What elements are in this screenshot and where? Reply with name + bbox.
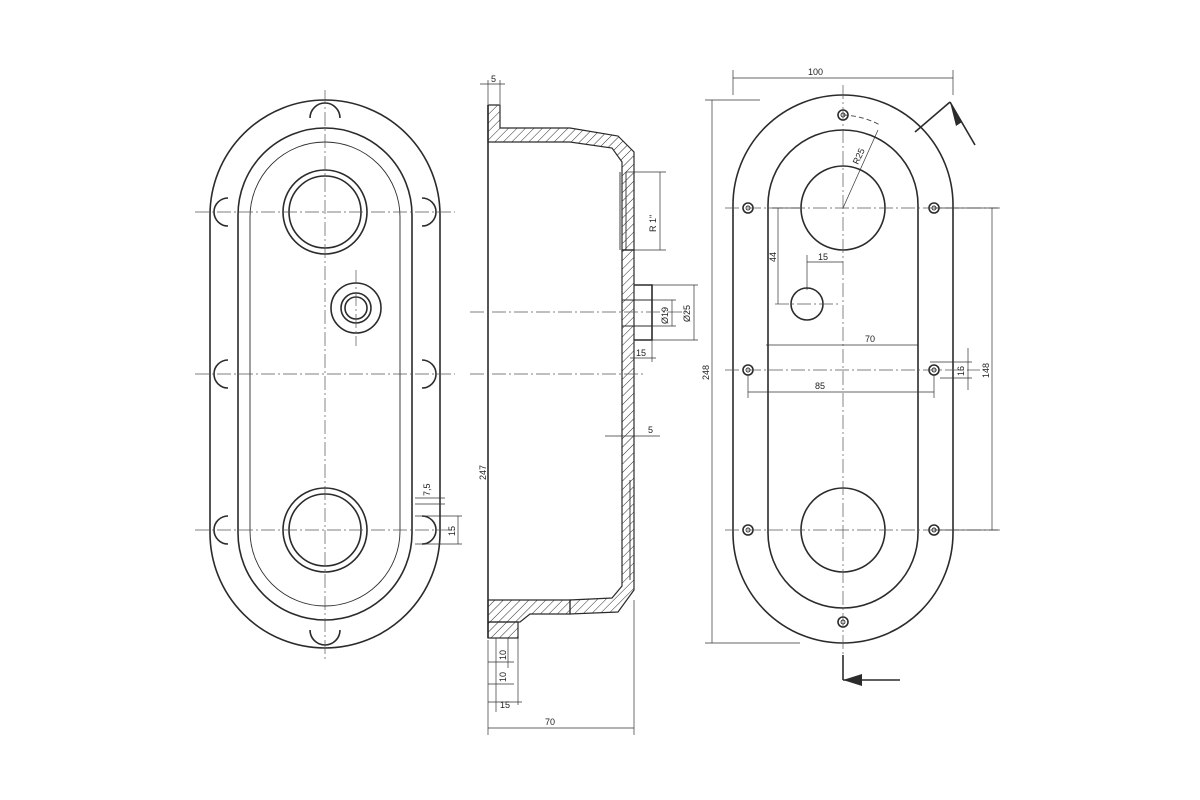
dim-small-offset: 16 xyxy=(956,366,966,376)
section-right-wall xyxy=(569,249,635,615)
dim-boss-bore: Ø19 xyxy=(660,307,670,324)
dim-overall-width: 100 xyxy=(808,67,823,77)
dim-top-flange: 5 xyxy=(491,74,496,84)
dim-offset-h: 15 xyxy=(818,252,828,262)
plan-view: R25 44 15 70 85 16 148 100 2 xyxy=(701,67,1000,686)
dim-wall: 5 xyxy=(648,425,653,435)
lug-right-upper xyxy=(421,197,437,227)
section-arrow-bottom xyxy=(843,674,862,686)
lug-right-middle xyxy=(421,359,437,389)
dim-overall-height: 248 xyxy=(701,365,711,380)
lug-left-lower xyxy=(213,515,229,545)
dim-height-side: 247 xyxy=(478,465,488,480)
dim-foot-b: 10 xyxy=(498,672,508,682)
section-foot xyxy=(487,621,519,639)
section-view: 5 R 1" Ø19 Ø25 15 5 247 10 10 15 70 xyxy=(470,74,698,735)
dim-lug-b: 15 xyxy=(447,526,457,536)
dim-boss-length: 15 xyxy=(636,348,646,358)
dim-depth: 70 xyxy=(545,717,555,727)
section-top-wall xyxy=(487,104,635,251)
dim-bolt-pitch: 148 xyxy=(981,363,991,378)
dim-hole-radius: R25 xyxy=(851,147,867,166)
dim-hole-span: 70 xyxy=(865,334,875,344)
section-boss xyxy=(634,284,653,341)
dim-foot-c: 15 xyxy=(500,700,510,710)
front-view: 7,5 15 xyxy=(195,90,462,660)
dim-bolt-span: 85 xyxy=(815,381,825,391)
lug-right-lower xyxy=(421,515,437,545)
dim-foot-a: 10 xyxy=(498,650,508,660)
dim-lug-a: 7,5 xyxy=(422,483,432,496)
lug-left-middle xyxy=(213,359,229,389)
dim-offset-v: 44 xyxy=(768,252,778,262)
dim-boss-outer: Ø25 xyxy=(682,305,692,322)
section-bottom-wall xyxy=(487,599,571,623)
section-arrow-top xyxy=(950,102,962,126)
dim-thread: R 1" xyxy=(648,215,658,232)
bolt-holes xyxy=(742,109,940,628)
lug-left-upper xyxy=(213,197,229,227)
